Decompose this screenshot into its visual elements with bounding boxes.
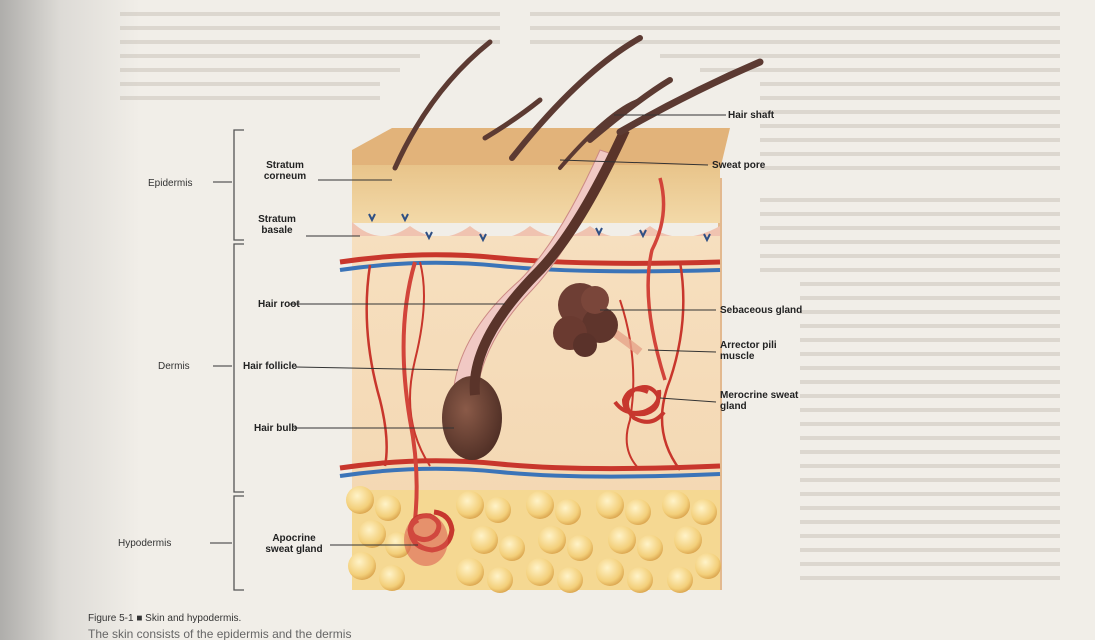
figure-caption-title: Figure 5-1 ■ Skin and hypodermis. xyxy=(88,613,241,624)
label-stratum-corneum: Stratum corneum xyxy=(250,160,320,182)
figure-caption-text: The skin consists of the epidermis and t… xyxy=(88,627,351,640)
label-merocrine-sweat-gland: Merocrine sweat gland xyxy=(720,390,810,412)
layer-brackets xyxy=(234,130,244,590)
label-arrector-pili-muscle: Arrector pili muscle xyxy=(720,340,780,362)
label-hair-shaft: Hair shaft xyxy=(728,110,774,121)
label-hair-follicle: Hair follicle xyxy=(243,361,297,372)
label-hair-bulb: Hair bulb xyxy=(254,423,297,434)
stratum-basale-layer xyxy=(352,222,720,238)
label-dermis: Dermis xyxy=(158,361,190,372)
label-sweat-pore: Sweat pore xyxy=(712,160,765,171)
label-apocrine-sweat-gland: Apocrine sweat gland xyxy=(258,533,330,555)
label-epidermis: Epidermis xyxy=(148,178,192,189)
label-hair-root: Hair root xyxy=(258,299,300,310)
label-stratum-basale: Stratum basale xyxy=(246,214,308,236)
label-sebaceous-gland: Sebaceous gland xyxy=(720,305,802,316)
label-hypodermis: Hypodermis xyxy=(118,538,171,549)
